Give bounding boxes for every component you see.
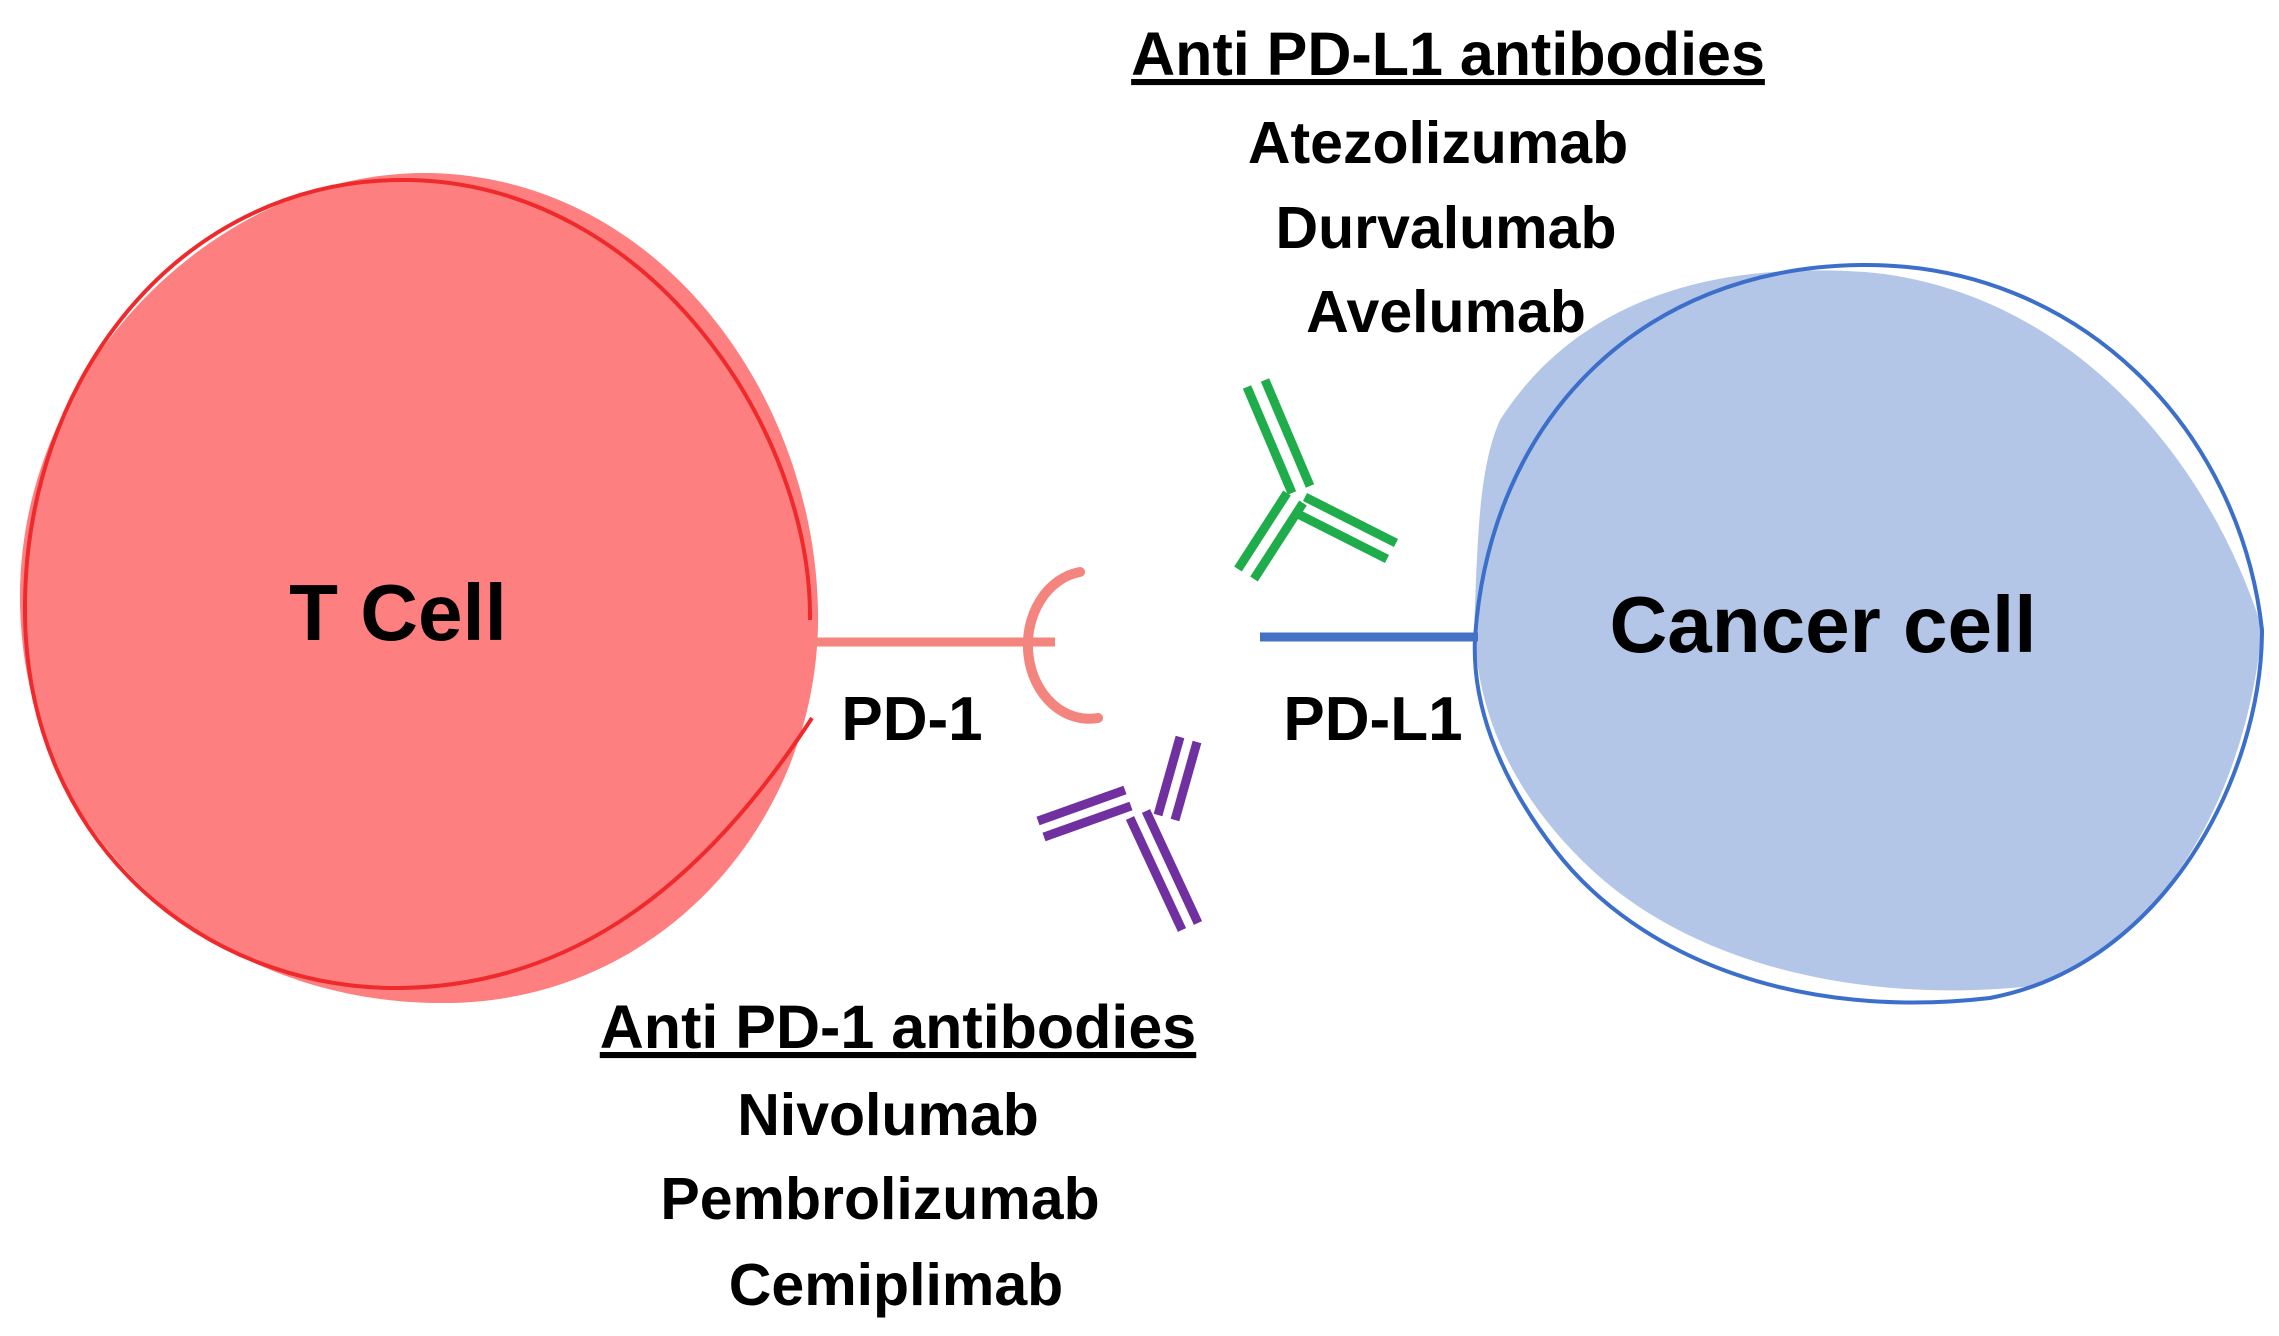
pdl1-label: PD-L1	[1283, 685, 1462, 754]
cancer-cell-fill	[1474, 270, 2262, 991]
anti-pdl1-drug: Atezolizumab	[1248, 110, 1628, 176]
anti-pdl1-text-block: Anti PD-L1 antibodies Atezolizumab Durva…	[1131, 20, 1765, 345]
anti-pdl1-heading: Anti PD-L1 antibodies	[1131, 20, 1765, 88]
anti-pdl1-antibody-icon	[1234, 378, 1399, 582]
pdl1-ligand: PD-L1	[1260, 632, 1478, 754]
anti-pd1-drug: Pembrolizumab	[660, 1166, 1099, 1232]
anti-pd1-text-block: Anti PD-1 antibodies Nivolumab Pembroliz…	[600, 993, 1196, 1318]
t-cell-fill	[19, 172, 819, 1004]
anti-pd1-antibody-icon	[1036, 735, 1203, 932]
anti-pdl1-drug: Durvalumab	[1276, 195, 1617, 261]
t-cell: T Cell	[19, 172, 819, 1004]
anti-pd1-heading: Anti PD-1 antibodies	[600, 993, 1196, 1061]
pd1-receptor: PD-1	[812, 567, 1103, 754]
cancer-cell-label: Cancer cell	[1610, 580, 2037, 669]
anti-pdl1-drug: Avelumab	[1306, 279, 1586, 345]
anti-pd1-drug: Cemiplimab	[729, 1252, 1063, 1318]
t-cell-label: T Cell	[289, 568, 507, 657]
pd1-binding-cup	[1022, 567, 1103, 724]
t-cell-outline	[22, 177, 814, 991]
pd1-label: PD-1	[841, 685, 982, 754]
cancer-cell-outline	[1472, 262, 2265, 1005]
anti-pd1-drug: Nivolumab	[737, 1082, 1039, 1148]
cancer-cell: Cancer cell	[1472, 262, 2265, 1005]
